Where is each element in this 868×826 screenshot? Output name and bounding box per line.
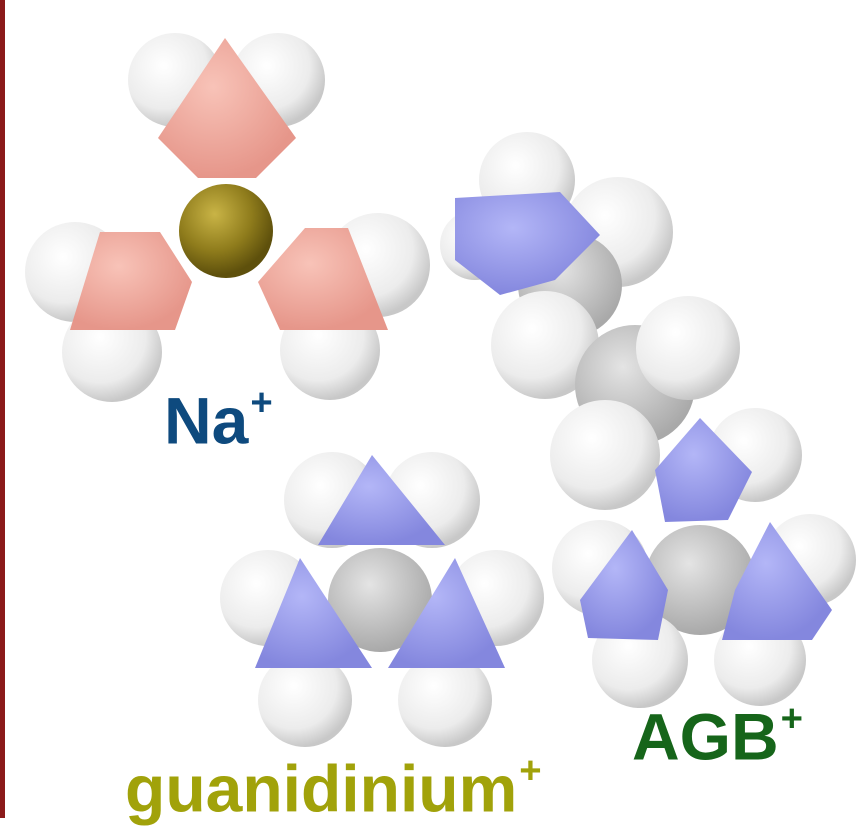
sodium-atom [179, 184, 273, 278]
carbon-atom [645, 525, 755, 635]
nitrogen-atom [580, 530, 668, 640]
hydrogen-atom [491, 291, 599, 399]
nitrogen-atom [388, 558, 505, 668]
nitrogen-atom [722, 522, 832, 640]
nitrogen-atom [255, 558, 372, 668]
oxygen-atom [258, 228, 388, 330]
left-border [0, 0, 5, 818]
nitrogen-atom [455, 192, 600, 295]
guanidinium-molecule [220, 452, 544, 747]
agb-label: AGB+ [632, 697, 804, 774]
agb-molecule [440, 132, 856, 708]
sodium-hydrate [25, 33, 430, 402]
guanidinium-label: guanidinium+ [125, 749, 542, 826]
water-top [128, 33, 325, 178]
water-left [25, 222, 192, 402]
nitrogen-atom [318, 455, 445, 545]
hydrogen-atom [398, 653, 492, 747]
sodium-label: Na+ [164, 381, 273, 458]
hydrogen-atom [550, 400, 660, 510]
hydrogen-atom [258, 653, 352, 747]
water-right [258, 213, 430, 400]
oxygen-atom [70, 232, 192, 330]
nitrogen-atom [655, 418, 752, 522]
hydrogen-atom [636, 296, 740, 400]
carbon-atom [328, 548, 432, 652]
oxygen-atom [158, 38, 296, 178]
